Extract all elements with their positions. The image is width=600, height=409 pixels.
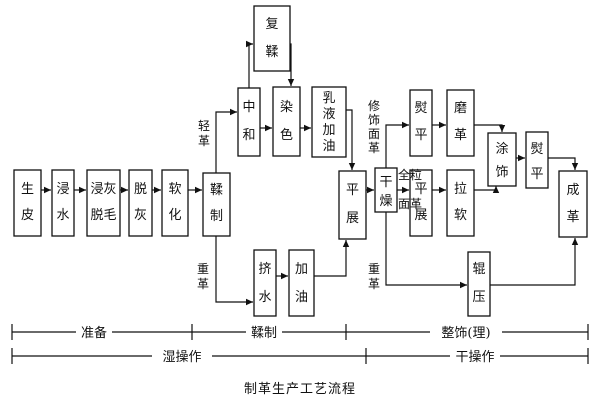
node-gunya bbox=[467, 251, 491, 317]
node-yunping2 bbox=[525, 131, 549, 189]
node-ruanhua-label-2: 化 bbox=[168, 208, 181, 223]
node-tuohui-label-2: 灰 bbox=[134, 208, 147, 223]
node-shengpi bbox=[13, 169, 42, 237]
node-laruan-label-2: 软 bbox=[454, 208, 467, 223]
label-quanli-2: 面革 bbox=[398, 197, 422, 211]
node-rouzhi bbox=[202, 172, 231, 237]
node-jiayou-label-1: 加 bbox=[295, 262, 308, 277]
node-chengge-label-2: 革 bbox=[566, 210, 579, 225]
phase-wet-ops: 湿操作 bbox=[162, 349, 201, 365]
node-labels: 生 皮 浸 水 浸灰 脱毛 脱 灰 软 化 鞣 制 中 和 复 鞣 染 色 乳 … bbox=[21, 17, 580, 305]
node-jinhui bbox=[86, 169, 121, 237]
node-jinshui-label-2: 水 bbox=[56, 208, 69, 223]
phase-dry-ops: 干操作 bbox=[455, 349, 494, 365]
label-zhongge1-1: 重 bbox=[197, 262, 209, 276]
node-shengpi-label-2: 皮 bbox=[21, 208, 34, 223]
phase-row-1: 准备 鞣制 整饰(理) bbox=[11, 324, 589, 341]
node-jishui-label-1: 挤 bbox=[258, 262, 271, 277]
node-pingzhan2-label-2: 展 bbox=[414, 208, 427, 223]
node-yunping1-label-1: 熨 bbox=[414, 101, 427, 116]
node-pingzhan2-label-1: 平 bbox=[414, 182, 427, 197]
node-tushi-label-2: 饰 bbox=[495, 165, 508, 180]
phase-tanning: 鞣制 bbox=[251, 326, 277, 341]
node-ruye-label-4: 油 bbox=[322, 139, 335, 154]
node-jinshui bbox=[51, 169, 75, 237]
label-xiushi-4: 革 bbox=[368, 141, 380, 155]
node-tushi bbox=[487, 132, 517, 187]
node-ruanhua-label-1: 软 bbox=[168, 182, 181, 197]
node-jinhui-label-2: 脱毛 bbox=[90, 208, 116, 223]
node-pingzhan1 bbox=[338, 170, 367, 240]
label-zhongge2-2: 革 bbox=[368, 277, 380, 291]
node-rouzhi-label-2: 制 bbox=[210, 209, 223, 224]
node-jiayou-label-2: 油 bbox=[295, 290, 308, 305]
node-tuohui bbox=[128, 169, 153, 237]
node-gunya-label-2: 压 bbox=[472, 290, 485, 305]
node-yunping1 bbox=[409, 89, 433, 157]
phase-row-2: 湿操作 干操作 bbox=[11, 348, 589, 365]
node-pingzhan1-label-2: 展 bbox=[346, 211, 359, 226]
node-furou bbox=[253, 5, 291, 72]
node-ranse bbox=[272, 86, 301, 157]
node-chengge-label-1: 成 bbox=[566, 183, 579, 198]
node-tuohui-label-1: 脱 bbox=[134, 182, 147, 197]
process-boxes bbox=[13, 5, 588, 317]
node-ruye-label-1: 乳 bbox=[322, 91, 335, 106]
label-quanli-1: 全粒 bbox=[398, 167, 422, 182]
node-jishui bbox=[253, 249, 277, 317]
node-zhonghe-label-2: 和 bbox=[242, 128, 255, 143]
node-furou-label-1: 复 bbox=[265, 17, 278, 32]
node-ruye-label-2: 液 bbox=[322, 107, 335, 122]
label-qingge-1: 轻 bbox=[198, 119, 210, 133]
node-mo-label-1: 磨 bbox=[454, 101, 467, 116]
node-jishui-label-2: 水 bbox=[258, 290, 271, 305]
node-ganzao bbox=[374, 167, 398, 213]
node-mo-label-2: 革 bbox=[454, 128, 467, 143]
node-ranse-label-2: 色 bbox=[280, 127, 293, 143]
node-jinshui-label-1: 浸 bbox=[56, 182, 69, 197]
node-rouzhi-label-1: 鞣 bbox=[210, 183, 223, 198]
node-zhonghe bbox=[237, 87, 261, 157]
edge-labels: 轻 革 重 革 修 饰 面 革 全粒 面革 重 革 bbox=[197, 98, 422, 291]
node-ruye-label-3: 加 bbox=[322, 123, 335, 138]
phase-prep: 准备 bbox=[81, 325, 107, 341]
node-chengge bbox=[558, 170, 588, 238]
node-yunping1-label-2: 平 bbox=[414, 128, 427, 143]
label-qingge-2: 革 bbox=[198, 134, 210, 148]
diagram-caption: 制革生产工艺流程 bbox=[244, 382, 356, 397]
node-mo bbox=[446, 89, 475, 157]
connector-lines bbox=[41, 40, 579, 306]
label-zhongge2-1: 重 bbox=[368, 262, 380, 276]
node-shengpi-label-1: 生 bbox=[21, 182, 34, 197]
node-jiayou bbox=[288, 249, 315, 317]
phase-finishing: 整饰(理) bbox=[441, 326, 490, 341]
label-xiushi-2: 饰 bbox=[368, 113, 380, 127]
label-xiushi-3: 面 bbox=[368, 127, 380, 141]
node-pingzhan1-label-1: 平 bbox=[346, 183, 359, 198]
node-tushi-label-1: 涂 bbox=[495, 141, 508, 157]
node-jinhui-label-1: 浸灰 bbox=[90, 182, 116, 197]
node-laruan bbox=[446, 169, 475, 237]
label-xiushi-1: 修 bbox=[368, 98, 380, 113]
node-pingzhan2 bbox=[409, 169, 433, 237]
node-ganzao-label-2: 燥 bbox=[379, 194, 392, 209]
node-laruan-label-1: 拉 bbox=[454, 182, 467, 197]
node-gunya-label-1: 辊 bbox=[472, 262, 485, 277]
node-ruye bbox=[311, 86, 347, 158]
node-furou-label-2: 鞣 bbox=[265, 45, 278, 60]
node-ruanhua bbox=[161, 169, 189, 237]
node-ranse-label-1: 染 bbox=[280, 100, 293, 115]
node-yunping2-label-1: 熨 bbox=[530, 142, 543, 157]
label-zhongge1-2: 革 bbox=[197, 277, 209, 291]
node-yunping2-label-2: 平 bbox=[530, 167, 543, 182]
node-ganzao-label-1: 干 bbox=[379, 175, 392, 190]
node-zhonghe-label-1: 中 bbox=[242, 100, 255, 115]
